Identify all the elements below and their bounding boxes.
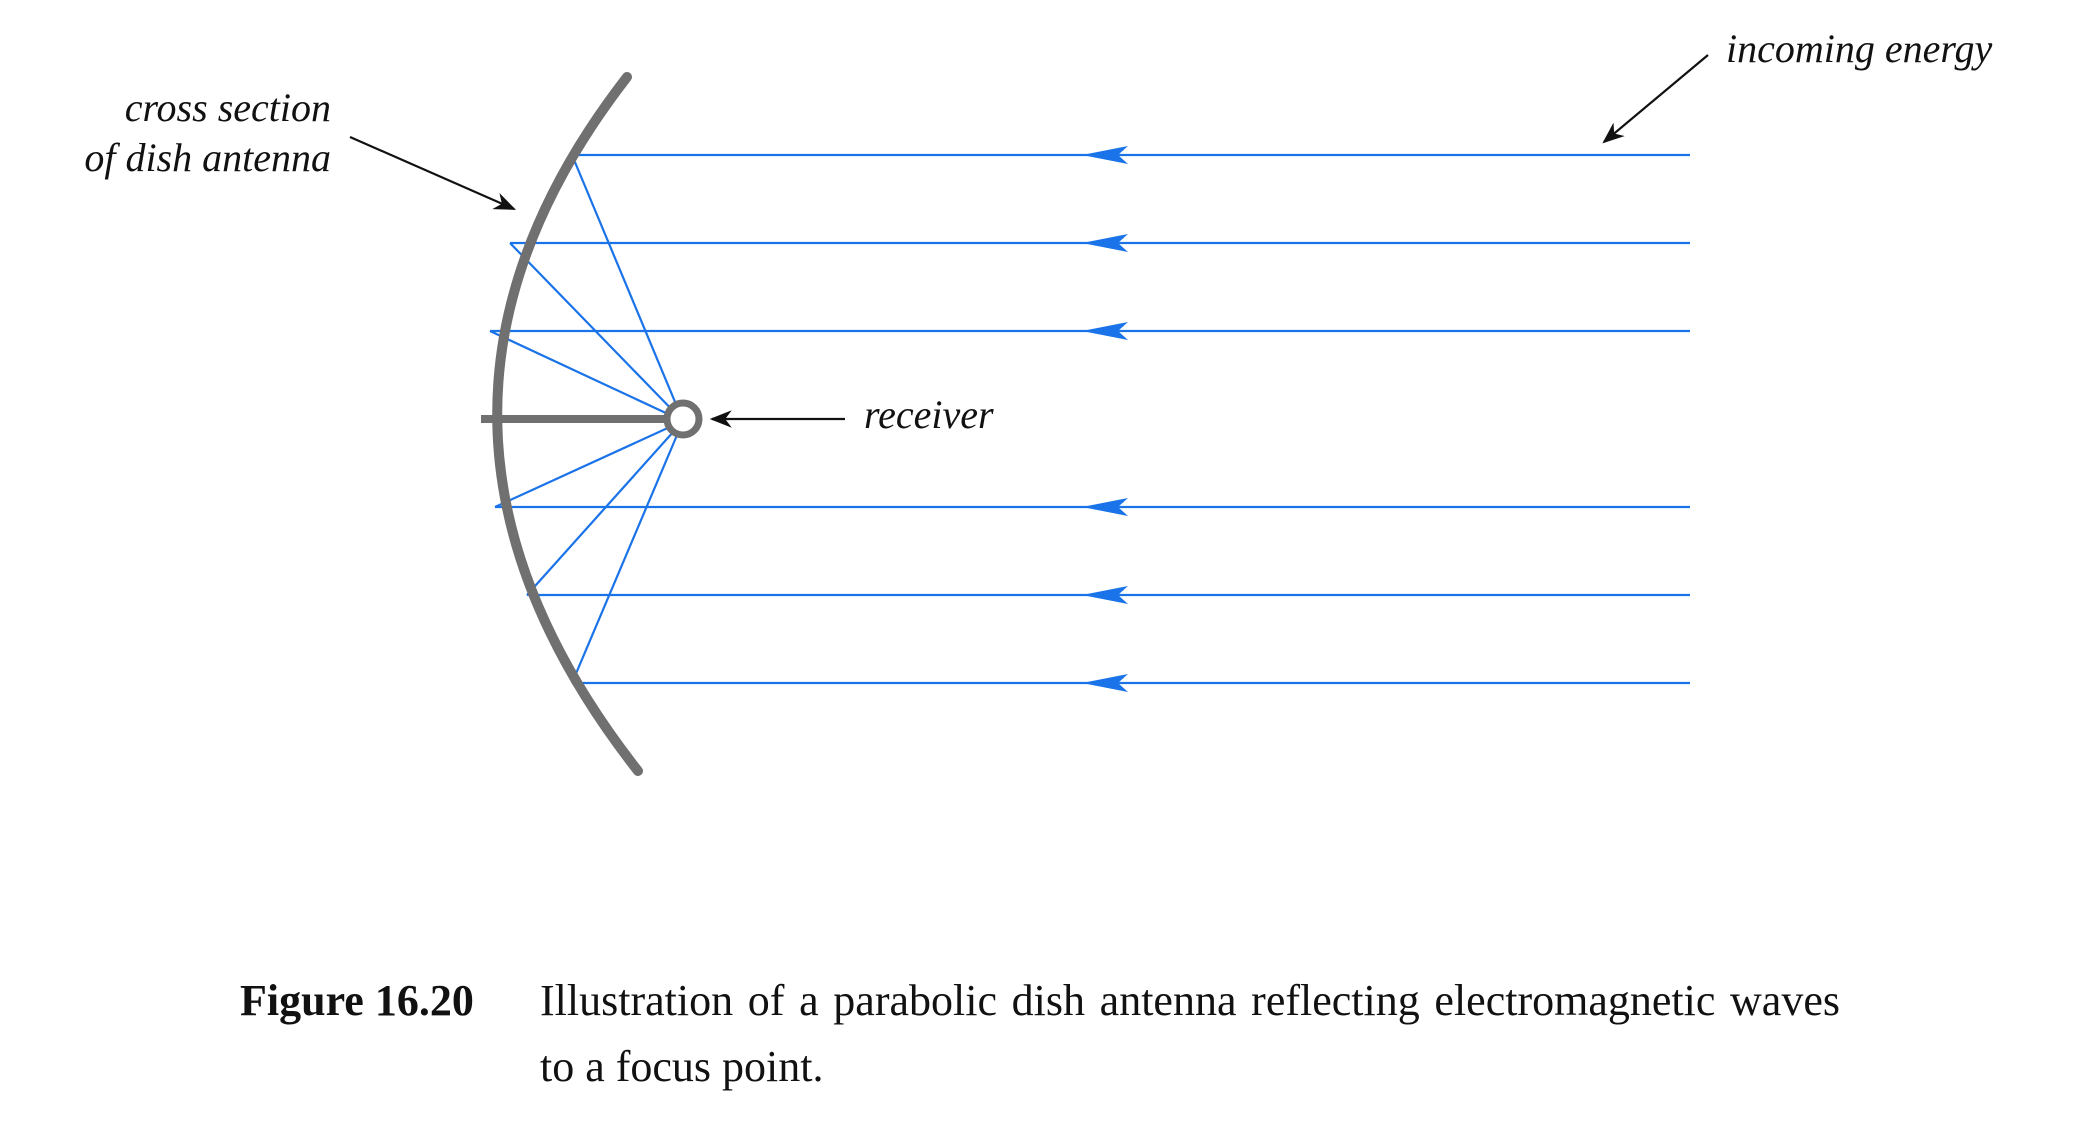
reflected-ray-5 bbox=[526, 420, 684, 596]
reflected-ray-3 bbox=[489, 330, 684, 422]
dish-label-line2: of dish antenna bbox=[84, 135, 331, 180]
figure-caption: Figure 16.20 Illustration of a parabolic… bbox=[240, 968, 1840, 1100]
ray-arrowhead-2 bbox=[1082, 234, 1128, 252]
ray-arrowhead-3 bbox=[1082, 322, 1128, 340]
ray-arrowhead-6 bbox=[1082, 674, 1128, 692]
reflected-ray-4 bbox=[494, 419, 684, 509]
reflected-ray-1 bbox=[570, 154, 685, 422]
figure-caption-text: Illustration of a parabolic dish antenna… bbox=[540, 976, 1840, 1091]
incoming-energy-label: incoming energy bbox=[1726, 26, 1992, 71]
incoming-pointer-arrow bbox=[1602, 54, 1709, 144]
ray-arrowhead-4 bbox=[1082, 498, 1128, 516]
dish-cross-section bbox=[492, 72, 643, 776]
ray-arrowhead-5 bbox=[1082, 586, 1128, 604]
dish-label-line1: cross section bbox=[125, 85, 331, 130]
figure-number: Figure 16.20 bbox=[240, 976, 474, 1025]
ray-arrowhead-1 bbox=[1082, 146, 1128, 164]
dish-pointer-arrow bbox=[349, 135, 517, 211]
reflected-ray-2 bbox=[509, 242, 684, 422]
receiver-icon bbox=[663, 399, 703, 439]
ray-arrowheads bbox=[1082, 146, 1128, 692]
receiver-label: receiver bbox=[864, 392, 994, 437]
reflected-ray-6 bbox=[570, 420, 685, 684]
